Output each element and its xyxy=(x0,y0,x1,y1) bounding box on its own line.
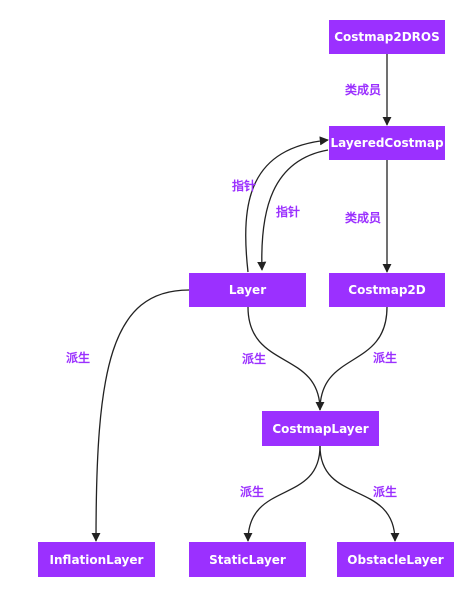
label-layered-to-costmap2d: 类成员 xyxy=(345,211,382,225)
label-costmap2d-to-costmaplayer: 派生 xyxy=(373,351,398,365)
label-layer-to-costmaplayer: 派生 xyxy=(242,352,267,366)
label-costmaplayer-to-static: 派生 xyxy=(240,485,265,499)
edge-layer-to-inflation xyxy=(91,289,190,542)
edge-costmaplayer-to-static xyxy=(243,445,321,542)
label-costmaplayer-to-obstacle: 派生 xyxy=(373,485,398,499)
node-costmaplayer: CostmapLayer xyxy=(262,411,379,446)
node-staticlayer: StaticLayer xyxy=(189,542,306,577)
edge-layer-to-costmaplayer xyxy=(247,306,325,411)
node-layer: Layer xyxy=(189,273,306,307)
edge-costmaplayer-to-obstacle xyxy=(319,445,400,542)
edge-costmap2d-to-costmaplayer xyxy=(319,306,388,411)
edge-pointer-layered-to-layer xyxy=(257,149,329,271)
label-pointer-left: 指针 xyxy=(232,179,257,193)
edge-pointer-layer-to-layered xyxy=(245,136,329,273)
label-pointer-right: 指针 xyxy=(276,205,301,219)
node-layeredcostmap: LayeredCostmap xyxy=(329,126,445,160)
node-costmap2dros: Costmap2DROS xyxy=(329,20,445,54)
node-obstaclelayer: ObstacleLayer xyxy=(337,542,454,577)
node-costmap2d: Costmap2D xyxy=(329,273,445,307)
node-inflationlayer: InflationLayer xyxy=(38,542,155,577)
label-ros-to-layered: 类成员 xyxy=(345,83,382,97)
label-layer-to-inflation: 派生 xyxy=(66,351,91,365)
